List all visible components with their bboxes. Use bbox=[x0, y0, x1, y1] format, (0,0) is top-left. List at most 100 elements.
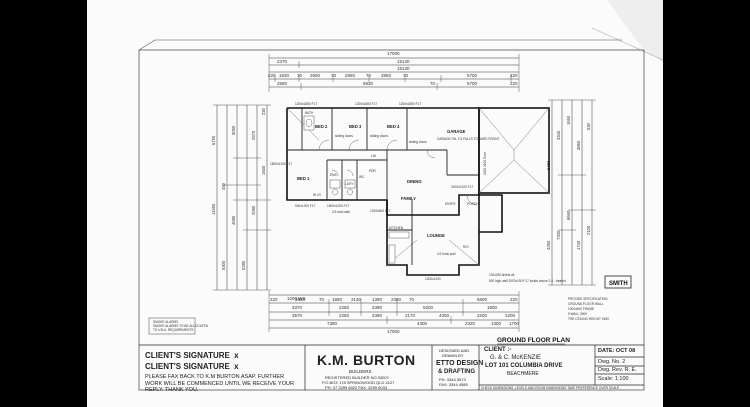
dim-right-column: 5450 4260 3340 7200 1660 8660 3860 1740 … bbox=[546, 115, 591, 250]
sheet-border bbox=[138, 49, 645, 391]
svg-text:2850: 2850 bbox=[345, 73, 356, 78]
svg-text:2380: 2380 bbox=[372, 313, 383, 318]
ground-floor-plan-drawing: 17000 2370 15130 15130 220 1930 70 2650 … bbox=[138, 0, 663, 391]
room-garage: GARAGE bbox=[447, 129, 466, 134]
dim-top-2370: 2370 bbox=[277, 59, 288, 64]
svg-text:220: 220 bbox=[510, 297, 518, 302]
dim-bottom-row4: 7380 4300 2320 1300 1700 bbox=[327, 321, 520, 326]
name-box-text: SMITH bbox=[609, 281, 628, 287]
room-dining: DINING bbox=[407, 179, 422, 184]
svg-text:1660: 1660 bbox=[566, 115, 571, 125]
svg-text:5830: 5830 bbox=[363, 81, 374, 86]
signature-line-2: CLIENT'S SIGNATURE x bbox=[145, 362, 239, 371]
dim-top-row3: 220 1930 70 2650 70 2850 70 2850 70 5700… bbox=[268, 73, 518, 78]
room-pdr: PDR bbox=[369, 169, 376, 173]
room-entry: ENTRY bbox=[445, 202, 457, 206]
interior-walls bbox=[287, 108, 479, 265]
svg-text:5700: 5700 bbox=[467, 73, 478, 78]
fixtures bbox=[303, 115, 410, 264]
folded-corner bbox=[607, 0, 663, 62]
building-outline bbox=[286, 107, 550, 276]
legend-line: TO V.B.A. REQUIREMENTS bbox=[153, 328, 194, 332]
svg-text:6800: 6800 bbox=[477, 297, 488, 302]
bottom-dimension-lines bbox=[268, 291, 520, 332]
svg-text:2090: 2090 bbox=[251, 205, 256, 215]
spec-notes: PROVIDE SPECIFICATION GROUND FLOOR WALL … bbox=[568, 297, 609, 321]
window-note: 1500x1200 F17 bbox=[327, 204, 349, 208]
builder-sub: BUILDERS bbox=[349, 369, 372, 374]
room-bed2: BED 2 bbox=[315, 124, 328, 129]
dim-bottom-row3: 3570 2250 2380 2170 4300 2200 1200 bbox=[292, 313, 516, 318]
svg-text:70: 70 bbox=[297, 73, 303, 78]
svg-text:THE CEILING HEIGHT 2450: THE CEILING HEIGHT 2450 bbox=[568, 317, 609, 321]
legend-line: SMOKE ALARMS bbox=[153, 320, 178, 324]
svg-text:1880: 1880 bbox=[332, 297, 343, 302]
dim-top-15130b: 15130 bbox=[397, 66, 410, 71]
svg-text:4260: 4260 bbox=[546, 240, 551, 250]
room-linen: LIN bbox=[371, 154, 377, 158]
designer-fax: FAX: 3344 4589 bbox=[439, 382, 468, 387]
svg-text:2970: 2970 bbox=[251, 130, 256, 140]
room-wc: WC bbox=[359, 175, 365, 179]
svg-text:70: 70 bbox=[319, 297, 325, 302]
drawing-scale: Scale: 1:100 bbox=[598, 376, 629, 382]
svg-text:2320: 2320 bbox=[465, 321, 476, 326]
svg-text:7380: 7380 bbox=[327, 321, 338, 326]
svg-text:5200: 5200 bbox=[423, 305, 434, 310]
signature-label: CLIENT'S SIGNATURE bbox=[145, 351, 230, 360]
brick-wall-note: 1/2 brick wall bbox=[437, 252, 456, 256]
stud-wall-note: 1/3 stud wall bbox=[332, 210, 350, 214]
svg-text:2100: 2100 bbox=[586, 225, 591, 235]
title-block-frame bbox=[139, 344, 644, 390]
door-swings bbox=[318, 139, 478, 206]
dim-overall-bottom: 17000 bbox=[387, 329, 400, 334]
client-label: CLIENT :- bbox=[484, 347, 512, 353]
svg-text:70: 70 bbox=[430, 81, 436, 86]
lintel-note: 100x250 lintels all bbox=[489, 273, 515, 277]
svg-text:4300: 4300 bbox=[439, 313, 450, 318]
dim-top-15130a: 15130 bbox=[397, 59, 410, 64]
sliding-doors-note-3: sliding doors bbox=[409, 140, 427, 144]
drawing-number: Dwg. No. 2 bbox=[598, 359, 626, 365]
svg-text:1700: 1700 bbox=[509, 321, 520, 326]
dim-bottom-row1: 220 3880 70 1880 3130 1380 2380 70 6800 … bbox=[270, 297, 518, 302]
room-bed1: BED 1 bbox=[297, 176, 310, 181]
svg-text:3880: 3880 bbox=[295, 297, 306, 302]
svg-text:220: 220 bbox=[268, 73, 276, 78]
room-wir: W.I.R bbox=[313, 193, 321, 197]
room-lounge: LOUNGE bbox=[427, 233, 445, 238]
svg-text:2590: 2590 bbox=[277, 81, 288, 86]
svg-text:5700: 5700 bbox=[467, 81, 478, 86]
dim-top-row4: 2590 5830 70 5700 220 bbox=[277, 81, 518, 86]
svg-text:1380: 1380 bbox=[372, 297, 383, 302]
svg-text:8660: 8660 bbox=[566, 210, 571, 220]
window-note: 1800x2100 F17 bbox=[270, 162, 292, 166]
window-note: 1200x1800 F17 bbox=[295, 102, 317, 106]
svg-text:9 WALL 3000: 9 WALL 3000 bbox=[568, 312, 587, 316]
wall-note: 600 high wall 2000x190 F17 inside above … bbox=[489, 279, 566, 283]
room-bath: BATH bbox=[305, 111, 314, 115]
room-ro: R/O bbox=[463, 245, 469, 249]
svg-text:3860: 3860 bbox=[576, 140, 581, 150]
designer-heading-1: DESIGNED AND bbox=[439, 348, 470, 353]
designer-sub: & DRAFTING bbox=[438, 369, 475, 375]
svg-text:450: 450 bbox=[221, 182, 226, 190]
name-box bbox=[604, 275, 632, 289]
svg-text:70: 70 bbox=[403, 73, 409, 78]
smoke-alarm-legend bbox=[148, 317, 196, 335]
legend-line: SMOKE ALARMS TO BE ALLOCATED bbox=[153, 324, 209, 328]
window-note: 900x1200 F17 bbox=[295, 204, 316, 208]
svg-text:3050: 3050 bbox=[231, 125, 236, 135]
designer-name: ETTO DESIGN bbox=[436, 360, 484, 367]
svg-text:3130: 3130 bbox=[351, 297, 362, 302]
svg-text:230: 230 bbox=[261, 107, 266, 115]
svg-text:2850: 2850 bbox=[381, 73, 392, 78]
svg-text:2200: 2200 bbox=[477, 313, 488, 318]
window-note: 1200x1800 F17 bbox=[355, 102, 377, 106]
svg-text:530: 530 bbox=[586, 122, 591, 130]
client-lot: LOT 101 COLUMBIA DRIVE bbox=[485, 363, 563, 369]
svg-text:GROUND FLOOR WALL: GROUND FLOOR WALL bbox=[568, 302, 604, 306]
client-names: G. & C. McKENZIE bbox=[490, 355, 542, 361]
svg-text:1000x600 FRAME: 1000x600 FRAME bbox=[568, 307, 594, 311]
left-dimension-lines bbox=[213, 104, 271, 291]
